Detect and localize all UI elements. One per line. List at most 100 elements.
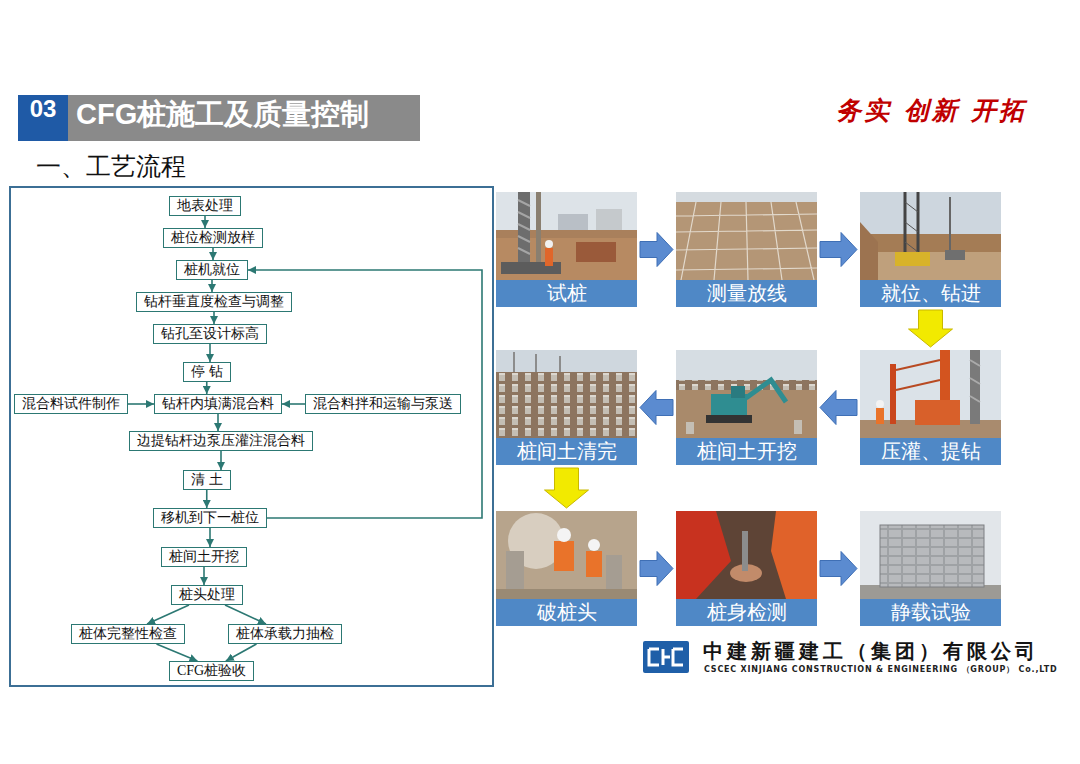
photo-trial-pile: [545, 248, 553, 266]
photo-load-test: [880, 525, 984, 587]
free-label: 一、工艺流程: [36, 153, 186, 180]
label-holder: 中建新疆建工（集团）有限公司: [703, 638, 1039, 665]
photo-excavation: [706, 415, 752, 423]
process-box: 桩体承载力抽检: [228, 624, 342, 644]
photo-drilling: [860, 234, 1001, 252]
photo-caption: 破桩头: [537, 600, 597, 624]
caption-bar: 试桩: [496, 280, 637, 307]
header-bar: [18, 95, 420, 141]
flow-arrow: [211, 280, 213, 292]
flow-arrow: [209, 344, 211, 362]
photo-grouting: [915, 400, 960, 425]
photo-grouting: [860, 350, 1001, 438]
process-box: 混合料试件制作: [14, 394, 128, 414]
label-holder: 务实 创新 开拓: [836, 94, 1027, 127]
process-box: 桩间土开挖: [161, 547, 247, 567]
flow-arrow: [225, 605, 266, 624]
flow-arrow: [206, 490, 208, 508]
photo-caption: 桩身检测: [707, 600, 787, 624]
label-holder: CSCEC XINJIANG CONSTRUCTION & ENGINEERIN…: [704, 664, 1058, 675]
step-arrow: [820, 552, 857, 586]
photo-pile-head: [588, 539, 600, 551]
flow-arrow: [157, 644, 198, 661]
photo-step: 压灌、提钻: [860, 350, 1001, 465]
photo-pile-head: [496, 511, 637, 599]
photo-pile-head: [506, 551, 524, 591]
photo-step: 试桩: [496, 192, 637, 307]
process-box: 桩头处理: [171, 585, 243, 605]
photo-pile-test: [676, 511, 817, 599]
photo-cleared: [514, 352, 560, 372]
photo-cleared: [496, 372, 637, 438]
photo-caption: 压灌、提钻: [881, 439, 981, 463]
photo-caption: 桩间土开挖: [697, 439, 797, 463]
process-box: 桩体完整性检查: [71, 624, 185, 644]
flow-frame: [10, 187, 493, 686]
label-holder: 一、工艺流程: [36, 150, 186, 183]
label-holder: 03: [18, 95, 68, 141]
photo-load-test: [860, 511, 1001, 599]
flow-arrow: [226, 644, 257, 661]
photo-drilling: [905, 192, 918, 262]
photo-trial-pile: [596, 209, 622, 230]
process-text: 桩头处理: [179, 587, 235, 602]
photo-drilling: [945, 250, 965, 260]
flow-arrow: [212, 248, 214, 260]
flow-arrow: [206, 382, 208, 394]
process-text: 边提钻杆边泵压灌注混合料: [137, 433, 305, 448]
flow-arrow: [204, 216, 206, 228]
step-arrow: [820, 391, 857, 425]
flow-arrow: [203, 567, 205, 585]
process-box: 边提钻杆边泵压灌注混合料: [129, 431, 313, 451]
photo-excavation: [686, 422, 694, 434]
header-bar: [18, 95, 68, 141]
photo-grouting: [970, 360, 980, 402]
flow-arrow: [147, 605, 189, 624]
step-arrow: [820, 233, 857, 267]
photo-excavation: [676, 350, 817, 438]
flow-arrow: [128, 403, 154, 405]
process-box: 钻杆内填满混合料: [154, 394, 282, 414]
photo-drilling: [860, 192, 1001, 280]
process-box: 钻杆垂直度检查与调整: [136, 292, 292, 312]
process-text: 桩位检测放样: [171, 230, 255, 245]
title-holder: CFG桩施工及质量控制: [76, 95, 369, 141]
process-text: 桩体完整性检查: [79, 626, 177, 641]
step-arrow: [640, 552, 673, 586]
photo-cleared: [496, 350, 637, 438]
process-text: 地表处理: [177, 198, 233, 213]
photo-drilling: [895, 252, 930, 266]
free-label: 03: [30, 95, 57, 122]
photo-pile-head: [606, 555, 622, 591]
flow-arrow: [282, 403, 305, 405]
process-box: 桩位检测放样: [163, 228, 263, 248]
photo-step: 就位、钻进: [860, 192, 1001, 307]
photo-pile-test: [676, 511, 817, 599]
photo-drilling: [905, 202, 918, 252]
photo-trial-pile: [518, 192, 530, 272]
process-text: 移机到下一桩位: [161, 510, 259, 525]
photo-excavation: [746, 380, 786, 402]
photo-pile-head: [586, 551, 602, 577]
photo-survey: [676, 192, 817, 202]
photo-step: 静载试验: [860, 511, 1001, 626]
photo-grouting: [860, 350, 1001, 438]
photo-step: 桩身检测: [676, 511, 817, 626]
photo-pile-test: [771, 511, 817, 599]
photo-excavation: [676, 350, 817, 438]
photo-drilling: [860, 192, 1001, 237]
process-text: 清 土: [191, 472, 223, 487]
caption-bar: 桩身检测: [676, 599, 817, 626]
caption-bar: 压灌、提钻: [860, 438, 1001, 465]
process-box: 钻孔至设计标高: [153, 324, 267, 344]
step-arrow: [640, 391, 673, 425]
photo-excavation: [676, 350, 817, 385]
flow-arrow: [217, 414, 219, 431]
caption-bar: 测量放线: [676, 280, 817, 307]
photo-survey: [676, 202, 817, 280]
flow-arrow: [213, 312, 215, 324]
process-box: 停 钻: [183, 362, 231, 382]
photo-cleared: [496, 350, 637, 438]
step-arrow: [640, 233, 673, 267]
process-text: 桩机就位: [184, 262, 240, 277]
